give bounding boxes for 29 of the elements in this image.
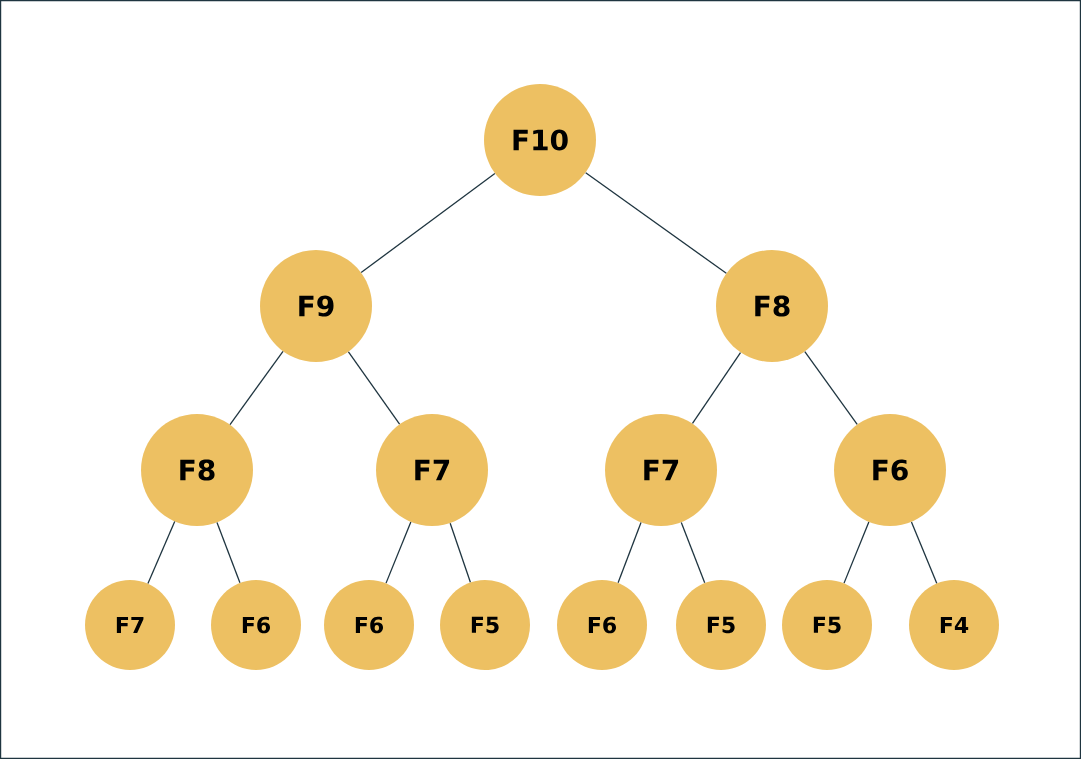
- circle-node: F6: [211, 580, 301, 670]
- circle-node: F8: [141, 414, 253, 526]
- circle-node: F4: [909, 580, 999, 670]
- connector-line: [804, 350, 858, 426]
- connector-line: [385, 521, 412, 584]
- connector-line: [216, 521, 241, 584]
- circle-node: F8: [716, 250, 828, 362]
- connector-line: [910, 521, 938, 584]
- circle-node: F9: [260, 250, 372, 362]
- circle-node: F7: [85, 580, 175, 670]
- circle-node: F10: [484, 84, 596, 196]
- connector-line: [617, 521, 642, 584]
- connector-line: [347, 351, 401, 425]
- connector-line: [449, 522, 472, 583]
- circle-node: F6: [324, 580, 414, 670]
- circle-node: F5: [676, 580, 766, 670]
- circle-node: F5: [440, 580, 530, 670]
- circle-node: F7: [605, 414, 717, 526]
- connector-line: [147, 520, 176, 585]
- connector-line: [843, 521, 870, 584]
- connector-line: [691, 351, 742, 425]
- connector-line: [229, 350, 284, 426]
- connector-line: [360, 172, 496, 274]
- circle-node: F7: [376, 414, 488, 526]
- circle-node: F5: [782, 580, 872, 670]
- connector-line: [585, 172, 727, 274]
- circle-node: F6: [834, 414, 946, 526]
- connector-line: [680, 521, 706, 584]
- circle-node: F6: [557, 580, 647, 670]
